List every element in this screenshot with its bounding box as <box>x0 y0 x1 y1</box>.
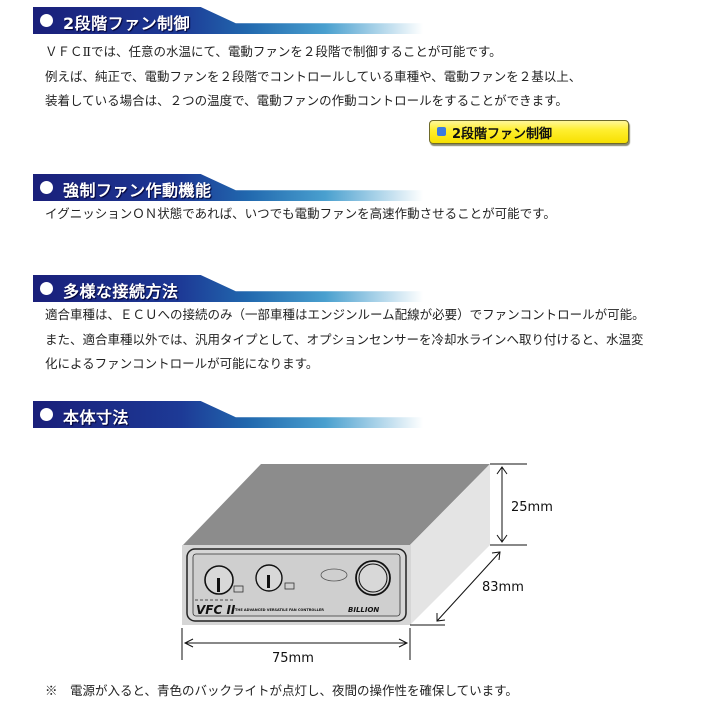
section-title: 2段階ファン制御 <box>63 14 191 33</box>
depth-dimension-label: 83mm <box>482 580 524 595</box>
paragraph: 装着している場合は、２つの温度で、電動ファンの作動コントロールをすることができま… <box>45 93 568 108</box>
paragraph: ＶＦＣⅡでは、任意の水温にて、電動ファンを２段階で制御することが可能です。 <box>45 44 502 59</box>
paragraph: イグニッションＯＮ状態であれば、いつでも電動ファンを高速作動させることが可能です… <box>45 206 556 221</box>
height-dimension-label: 25mm <box>511 500 553 515</box>
round-button-icon <box>355 560 391 596</box>
paragraph: 適合車種は、ＥＣＵへの接続のみ（一部車種はエンジンルーム配線が必要）でファンコン… <box>45 307 645 322</box>
section-header-connection-methods: 多様な接続方法 <box>33 275 433 302</box>
section-title: 強制ファン作動機能 <box>63 181 212 200</box>
svg-text:THE ADVANCED VERSATILE FAN CON: THE ADVANCED VERSATILE FAN CONTROLLER <box>235 608 324 612</box>
width-dimension-label: 75mm <box>272 651 314 666</box>
paragraph: 例えば、純正で、電動ファンを２段階でコントロールしている車種や、電動ファンを２基… <box>45 69 582 84</box>
bullet-circle-icon <box>40 282 53 295</box>
bullet-circle-icon <box>40 14 53 27</box>
section-header-forced-fan-operation: 強制ファン作動機能 <box>33 174 433 201</box>
button-label: 2段階ファン制御 <box>452 127 553 142</box>
product-name: VFC II <box>196 603 236 617</box>
section-header-dimensions: 本体寸法 <box>33 401 433 428</box>
section-title: 本体寸法 <box>63 408 130 427</box>
footnote: ※ 電源が入ると、青色のバックライトが点灯し、夜間の操作性を確保しています。 <box>45 683 518 698</box>
section-title: 多様な接続方法 <box>63 282 179 301</box>
brand-logo: BILLION <box>348 606 379 614</box>
bullet-circle-icon <box>40 408 53 421</box>
paragraph: また、適合車種以外では、汎用タイプとして、オプションセンサーを冷却水ラインへ取り… <box>45 332 644 347</box>
knob-left-icon <box>204 565 244 595</box>
bullet-circle-icon <box>40 181 53 194</box>
blue-square-icon <box>437 127 446 136</box>
section-header-two-stage-fan-control: 2段階ファン制御 <box>33 7 433 34</box>
knob-right-icon <box>255 564 295 592</box>
two-stage-fan-control-button[interactable]: 2段階ファン制御 <box>429 120 629 144</box>
paragraph: 化によるファンコントロールが可能になります。 <box>45 356 319 371</box>
